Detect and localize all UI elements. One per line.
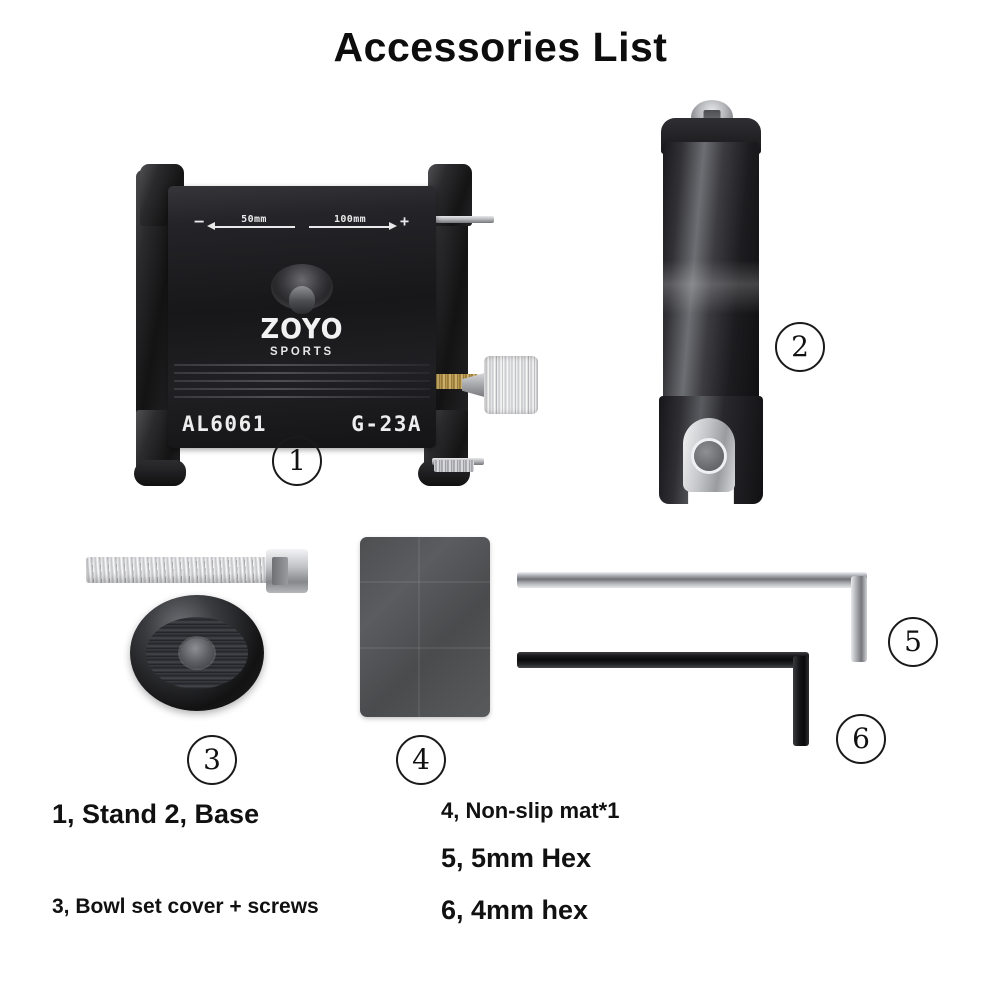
scale-label-50mm: 50mm — [241, 214, 267, 225]
product-image-hex-key-4mm — [517, 652, 817, 746]
clamp-bushing — [683, 418, 735, 492]
brand-tagline: SPORTS — [270, 343, 334, 358]
model-markings: AL6061 G-23A — [168, 412, 436, 436]
callout-1: 1 — [272, 436, 322, 486]
clamp-shaft — [663, 142, 759, 442]
arrow-left-icon — [207, 222, 301, 231]
callout-6: 6 — [836, 714, 886, 764]
scale-minus-sign: – — [194, 211, 204, 230]
ribbed-texture — [168, 362, 436, 406]
callout-3: 3 — [187, 735, 237, 785]
steel-thread — [434, 460, 474, 472]
hex5-short-arm — [851, 576, 867, 662]
spring-rod-top — [434, 216, 494, 223]
product-image-base — [655, 96, 805, 508]
material-code: AL6061 — [182, 412, 267, 436]
hex6-short-arm — [793, 656, 809, 746]
callout-2: 2 — [775, 322, 825, 372]
ball-joint-socket — [271, 264, 333, 310]
product-image-stand: – 50mm 100mm + ZOYO SPORTS — [132, 160, 552, 490]
page-title: Accessories List — [333, 24, 668, 70]
caption-hex-4mm: 6, 4mm hex — [441, 895, 589, 925]
hex5-long-arm — [517, 572, 867, 588]
screw-shaft — [86, 557, 270, 583]
callout-5: 5 — [888, 617, 938, 667]
callout-4: 4 — [396, 735, 446, 785]
scale-group-right: 100mm — [302, 211, 398, 231]
non-slip-mat — [360, 537, 490, 717]
brand-logo: ZOYO SPORTS — [257, 312, 347, 358]
model-code: G-23A — [351, 412, 422, 436]
clamp-arm-bottom-left — [134, 410, 186, 486]
scale-plus-sign: + — [400, 211, 410, 230]
arrow-right-icon — [303, 222, 397, 231]
hex6-long-arm — [517, 652, 809, 668]
caption-non-slip-mat: 4, Non-slip mat*1 — [441, 798, 620, 823]
screw-head — [266, 549, 308, 593]
caption-bowl-set: 3, Bowl set cover + screws — [52, 895, 319, 918]
bowl-center-hole — [180, 638, 214, 668]
product-image-non-slip-mat — [360, 537, 490, 717]
brand-name: ZOYO — [260, 312, 344, 345]
measurement-scale: – 50mm 100mm + — [168, 212, 436, 230]
scale-label-100mm: 100mm — [333, 214, 367, 225]
product-image-bowl-set — [84, 533, 334, 748]
product-image-hex-key-5mm — [517, 572, 877, 662]
caption-stand-base: 1, Stand 2, Base — [52, 799, 260, 829]
stand-body-plate: – 50mm 100mm + ZOYO SPORTS — [168, 186, 436, 448]
scale-group-left: 50mm — [206, 211, 302, 231]
adjustment-knob — [484, 356, 538, 414]
caption-hex-5mm: 5, 5mm Hex — [441, 843, 592, 873]
bowl-set-cover — [130, 595, 264, 711]
